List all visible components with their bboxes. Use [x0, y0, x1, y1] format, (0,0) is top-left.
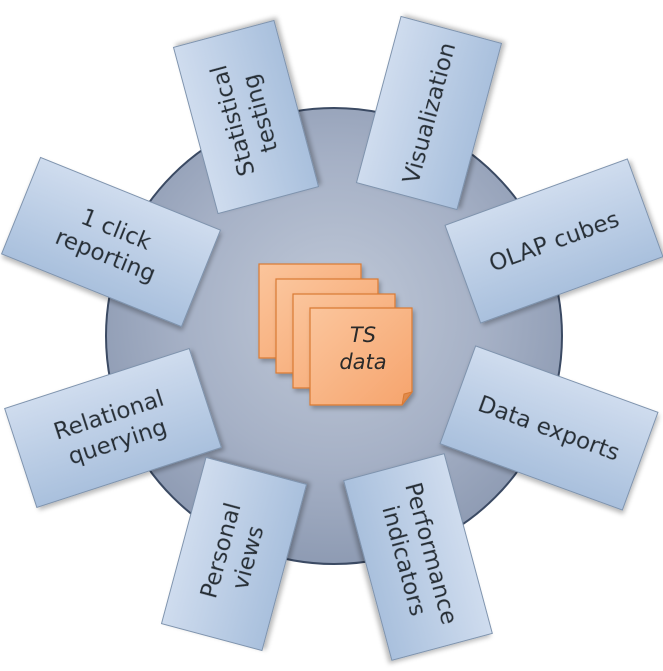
- center-label-line2: data: [339, 350, 386, 374]
- capability-box-relational-querying: Relational querying: [4, 347, 222, 509]
- capability-box-olap-cubes: OLAP cubes: [444, 158, 663, 324]
- capability-box-data-exports: Data exports: [439, 345, 659, 511]
- capability-box-personal-views: Personal views: [160, 456, 308, 652]
- capability-box-statistical-testing: Statistical testing: [172, 19, 320, 215]
- capability-box-visualization: Visualization: [355, 15, 503, 211]
- ts-data-note-stack: TS data: [258, 263, 414, 406]
- capability-box-1-click-reporting: 1 click reporting: [0, 156, 222, 328]
- note-folded-corner: [401, 391, 414, 406]
- capability-box-performance-indicators: Performance indicators: [343, 453, 493, 661]
- center-label-line1: TS: [350, 323, 376, 347]
